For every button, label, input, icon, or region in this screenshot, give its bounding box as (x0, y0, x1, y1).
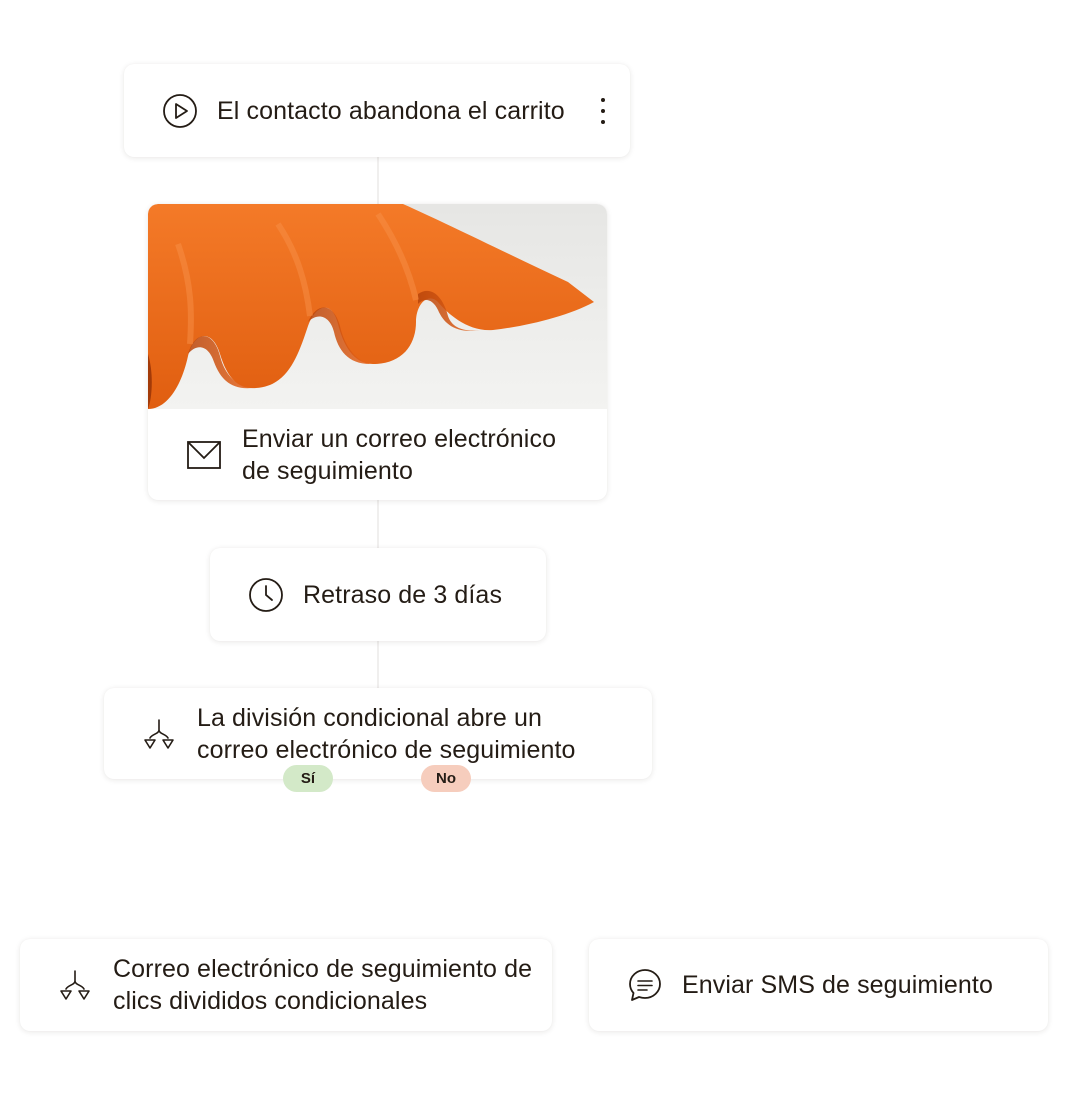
email-step-label: Enviar un correo electrónico de seguimie… (242, 424, 557, 485)
split-icon (58, 967, 92, 1003)
condition-step-label: La división condicional abre un correo e… (197, 703, 576, 764)
email-step-card[interactable]: Enviar un correo electrónico de seguimie… (148, 204, 607, 500)
split-icon (142, 716, 176, 752)
connector-delay-condition (377, 641, 379, 688)
kebab-menu-icon[interactable] (598, 97, 608, 124)
delay-step-card[interactable]: Retraso de 3 días (210, 548, 546, 641)
trigger-card[interactable]: El contacto abandona el carrito (124, 64, 630, 157)
envelope-icon (186, 437, 222, 473)
branch-no-card[interactable]: Enviar SMS de seguimiento (589, 939, 1048, 1031)
condition-step-card[interactable]: La división condicional abre un correo e… (104, 688, 652, 779)
branch-yes-card[interactable]: Correo electrónico de seguimiento de cli… (20, 939, 552, 1031)
delay-step-label: Retraso de 3 días (303, 580, 503, 609)
clock-icon (248, 577, 284, 613)
connector-trigger-email (377, 157, 379, 204)
no-badge: No (421, 765, 471, 792)
chat-bubble-icon (627, 967, 663, 1003)
yes-badge: Sí (283, 765, 333, 792)
play-circle-icon (162, 93, 198, 129)
orange-fabric-photo (148, 204, 607, 409)
branch-no-label: Enviar SMS de seguimiento (682, 971, 993, 999)
trigger-label: El contacto abandona el carrito (217, 96, 565, 125)
connector-email-delay (377, 500, 379, 548)
branch-yes-label: Correo electrónico de seguimiento de cli… (113, 955, 533, 1015)
